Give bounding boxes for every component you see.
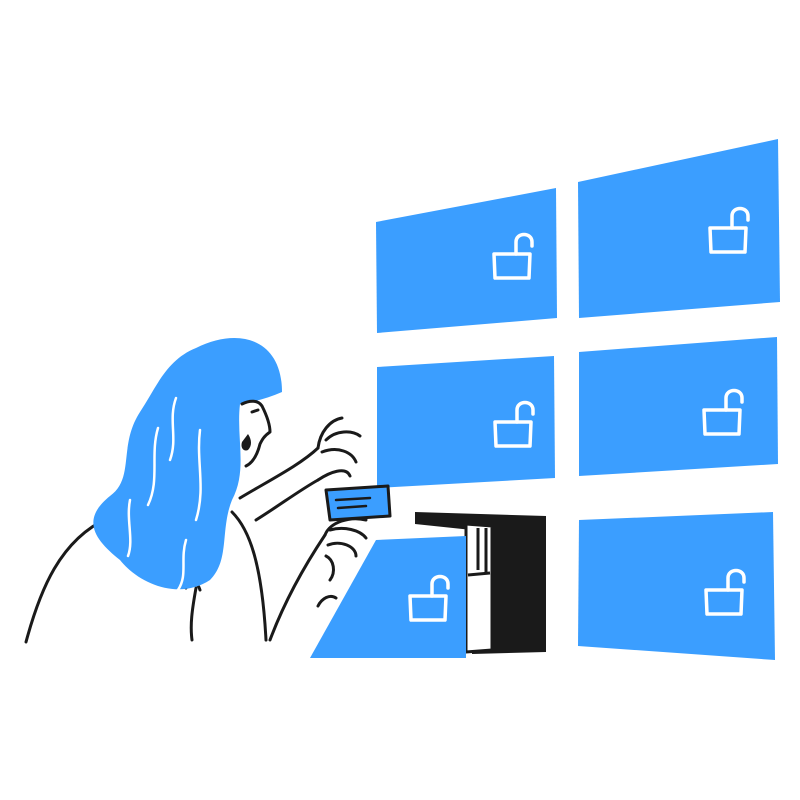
door-row3-right bbox=[578, 512, 775, 660]
door-row2-left bbox=[377, 356, 555, 488]
door-row1-right bbox=[578, 139, 780, 318]
door-row2-right bbox=[579, 337, 778, 476]
door-row3-open bbox=[310, 536, 466, 658]
door-row1-left bbox=[376, 188, 557, 333]
woman-figure bbox=[24, 337, 392, 644]
open-locker-cavity bbox=[415, 512, 546, 654]
